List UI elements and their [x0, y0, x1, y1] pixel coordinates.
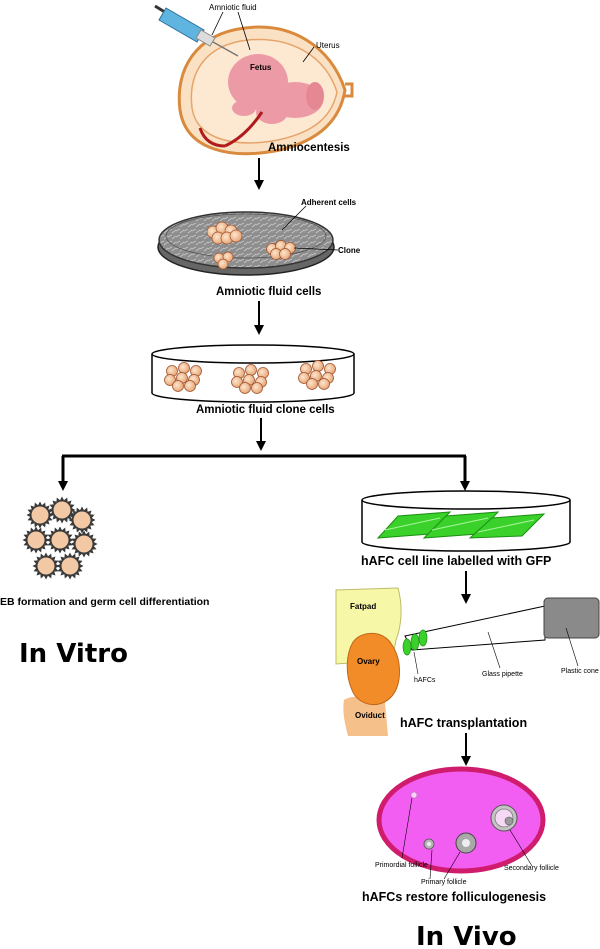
amniocentesis-label: Amniocentesis	[268, 142, 350, 154]
adherent-cells-label: Adherent cells	[301, 198, 357, 207]
amniotic-fluid-label: Amniotic fluid	[209, 3, 257, 12]
amniotic-fluid-clone-cells-label: Amniotic fluid clone cells	[196, 404, 335, 416]
amniocentesis-illustration: Amniotic fluid Uterus Fetus Amniocentesi…	[154, 3, 354, 156]
gfp-cell-strips	[376, 511, 546, 539]
hafcs-restore-label: hAFCs restore folliculogenesis	[362, 890, 546, 904]
plastic-cone-label: Plastic cone	[561, 668, 599, 675]
ovary-label: Ovary	[357, 657, 380, 666]
primary-follicle	[455, 832, 477, 854]
clone-cells-dish: Amniotic fluid clone cells	[151, 344, 355, 416]
primordial-follicle	[410, 791, 418, 799]
cell-cluster	[213, 251, 234, 270]
gfp-cell-line-dish: hAFC cell line labelled with GFP	[361, 490, 571, 568]
uterus-label: Uterus	[316, 41, 340, 50]
glass-pipette-label: Glass pipette	[482, 671, 523, 678]
embryoid-cell	[37, 557, 55, 575]
in-vivo-label: In Vivo	[416, 922, 517, 949]
fetus-label: Fetus	[250, 63, 272, 72]
clone-cell	[298, 372, 310, 384]
embryoid-cell	[53, 501, 71, 519]
embryoid-cell	[73, 511, 91, 529]
hafc-transplantation-label: hAFC transplantation	[400, 716, 527, 730]
embryoid-cell	[75, 535, 93, 553]
embryoid-cell	[61, 557, 79, 575]
oviduct-label: Oviduct	[355, 711, 385, 720]
syringe-icon	[154, 4, 239, 57]
oviduct-shape	[343, 696, 388, 736]
plastic-cone	[543, 597, 600, 639]
clone-cell	[306, 378, 318, 390]
clone-cluster	[164, 362, 202, 392]
hafcs-in-pipette	[402, 629, 428, 656]
embryoid-body: EB formation and germ cell differentiati…	[0, 496, 209, 669]
embryoid-cell	[31, 506, 49, 524]
clone-cell	[178, 362, 190, 374]
ovary-shape	[346, 632, 400, 705]
clone-cell	[245, 364, 257, 376]
transplantation-illustration: Fatpad Ovary hAFCs Glass pipette Plastic…	[335, 587, 600, 736]
in-vitro-label: In Vitro	[19, 639, 128, 669]
amniotic-fluid-cells-label: Amniotic fluid cells	[216, 286, 321, 298]
ovary-section: Primordial follicle Primary follicle Sec…	[362, 766, 559, 949]
fetus-figure	[228, 54, 324, 124]
clone-cell	[164, 374, 176, 386]
clone-label: Clone	[338, 246, 361, 255]
clone-cell	[239, 382, 251, 394]
hafcs-label: hAFCs	[414, 677, 436, 684]
clone-cell	[231, 376, 243, 388]
hafc-cell-line-label: hAFC cell line labelled with GFP	[361, 554, 551, 568]
embryoid-cell	[27, 531, 45, 549]
cervix	[345, 82, 354, 98]
clone-cell	[184, 380, 196, 392]
clone-cluster	[231, 364, 269, 394]
clone-cluster	[298, 360, 336, 390]
primordial-follicle-label: Primordial follicle	[375, 862, 428, 869]
clone-cell	[318, 378, 330, 390]
secondary-follicle-label: Secondary follicle	[504, 865, 559, 872]
clone-cell	[172, 380, 184, 392]
secondary-follicle	[490, 804, 518, 832]
cell-cluster	[206, 221, 243, 245]
cell-cluster	[266, 240, 296, 260]
fatpad-label: Fatpad	[350, 602, 376, 611]
embryoid-cell	[51, 531, 69, 549]
primary-follicle-small	[423, 838, 435, 850]
umbilical-cord	[198, 111, 264, 148]
eb-formation-label: EB formation and germ cell differentiati…	[0, 596, 209, 608]
petri-dish-adherent: Adherent cells Clone Amniotic fluid cell…	[157, 198, 361, 298]
primary-follicle-label: Primary follicle	[421, 879, 467, 886]
clone-cell	[251, 382, 263, 394]
clone-cell	[312, 360, 324, 372]
